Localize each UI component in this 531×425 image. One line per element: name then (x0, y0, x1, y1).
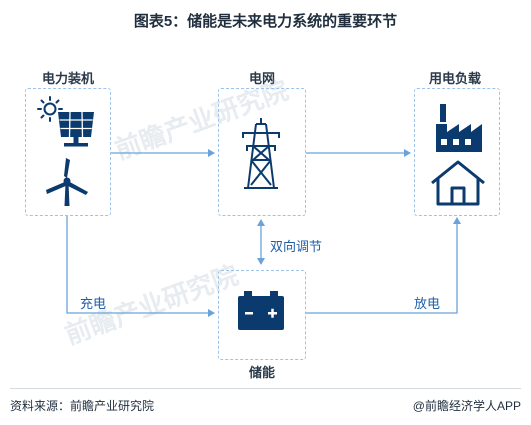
footer-source: 资料来源：前瞻产业研究院 (10, 399, 155, 413)
power-tower-icon (242, 118, 280, 189)
edge-label-charge: 充电 (80, 296, 107, 311)
edge-label-discharge: 放电 (414, 296, 441, 311)
arrow-charge (66, 216, 215, 317)
node-label-storage: 储能 (248, 365, 275, 380)
chart-title: 图表5：储能是未来电力系统的重要环节 (133, 13, 398, 30)
edge-label-bidirectional: 双向调节 (270, 239, 323, 254)
wind-turbine-icon (46, 158, 88, 206)
node-label-grid: 电网 (248, 71, 275, 86)
house-icon (431, 160, 485, 206)
footer-divider (10, 388, 521, 389)
battery-icon (238, 291, 284, 330)
sun-icon (37, 96, 63, 122)
footer-brand: @前瞻经济学人APP (412, 399, 521, 413)
arrow-discharge (306, 217, 461, 314)
factory-icon (436, 104, 482, 152)
solar-panel-icon (58, 111, 94, 147)
node-label-generation: 电力装机 (41, 71, 94, 86)
node-label-load: 用电负载 (428, 71, 481, 86)
